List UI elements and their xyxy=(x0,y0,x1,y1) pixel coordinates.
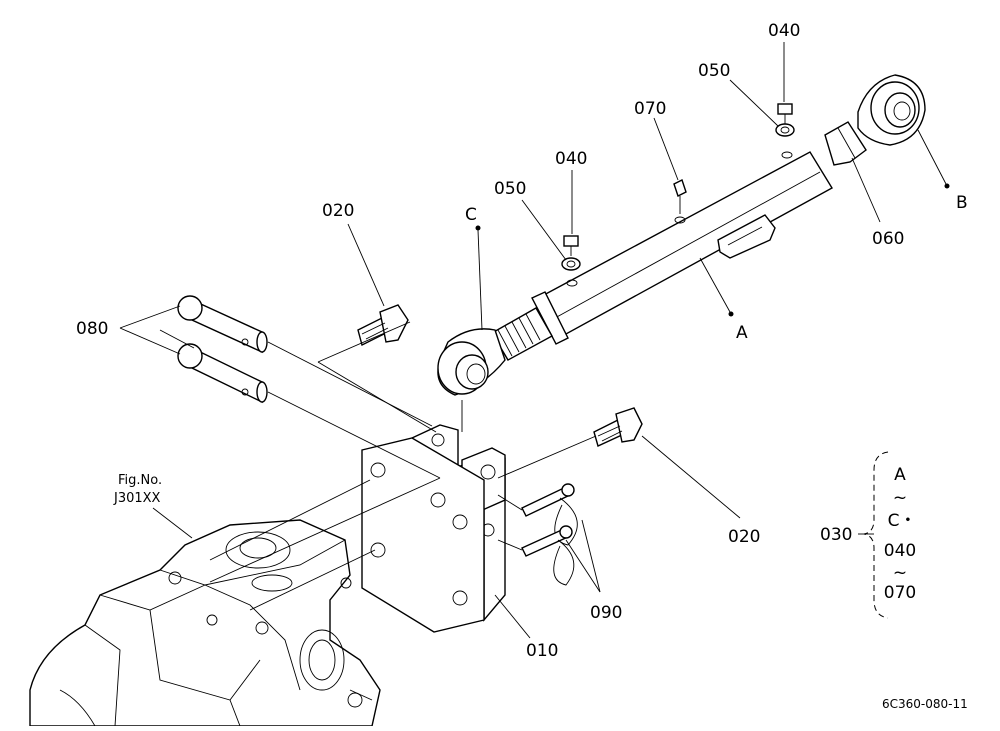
washer-050-top xyxy=(775,123,795,159)
kit-tilde-1: ~ xyxy=(893,488,907,508)
pin-080-upper xyxy=(177,295,268,354)
label-020-top: 020 xyxy=(322,201,354,221)
bracket-010 xyxy=(361,424,506,633)
kit-line-3: 040 xyxy=(884,541,916,561)
leader-lines xyxy=(119,42,950,639)
kit-line-1: A xyxy=(894,465,906,485)
label-010: 010 xyxy=(526,641,558,661)
kit-contents: A ~ C・ 040 ~ 070 xyxy=(884,465,917,603)
screw-040-top xyxy=(777,103,793,124)
label-060: 060 xyxy=(872,229,904,249)
screw-040-mid xyxy=(563,235,579,256)
label-050-top: 050 xyxy=(698,61,730,81)
kit-tilde-2: ~ xyxy=(893,563,907,583)
top-link-assembly xyxy=(437,74,926,396)
washer-050-mid xyxy=(561,257,581,287)
label-080: 080 xyxy=(76,319,108,339)
label-ref-a: A xyxy=(736,323,748,343)
bolt-020-top xyxy=(357,304,409,347)
snap-pin-090-lower xyxy=(521,525,575,586)
part-labels: 040 050 070 040 050 C 020 080 A B 060 02… xyxy=(76,21,968,661)
label-070: 070 xyxy=(634,99,666,119)
label-040-top: 040 xyxy=(768,21,800,41)
bolt-020-right xyxy=(593,407,643,447)
figure-reference: Fig.No. J301XX xyxy=(113,473,162,506)
kit-line-2: C・ xyxy=(888,511,917,531)
label-020-right: 020 xyxy=(728,527,760,547)
kit-line-4: 070 xyxy=(884,583,916,603)
snap-pin-090-upper xyxy=(521,483,578,546)
assembly-lines xyxy=(159,321,597,611)
label-040-mid: 040 xyxy=(555,149,587,169)
transmission-housing xyxy=(29,519,381,727)
fig-ref-line-1: Fig.No. xyxy=(118,473,162,488)
label-030: 030 xyxy=(820,525,852,545)
grease-nipple-070 xyxy=(673,179,687,224)
fig-ref-line-2: J301XX xyxy=(113,491,161,506)
pin-080-lower xyxy=(177,343,268,404)
label-050-mid: 050 xyxy=(494,179,526,199)
label-090: 090 xyxy=(590,603,622,623)
label-ref-b: B xyxy=(956,193,968,213)
label-ref-c: C xyxy=(465,205,477,225)
drawing-code: 6C360-080-11 xyxy=(882,697,968,711)
kit-bracket xyxy=(863,451,889,619)
